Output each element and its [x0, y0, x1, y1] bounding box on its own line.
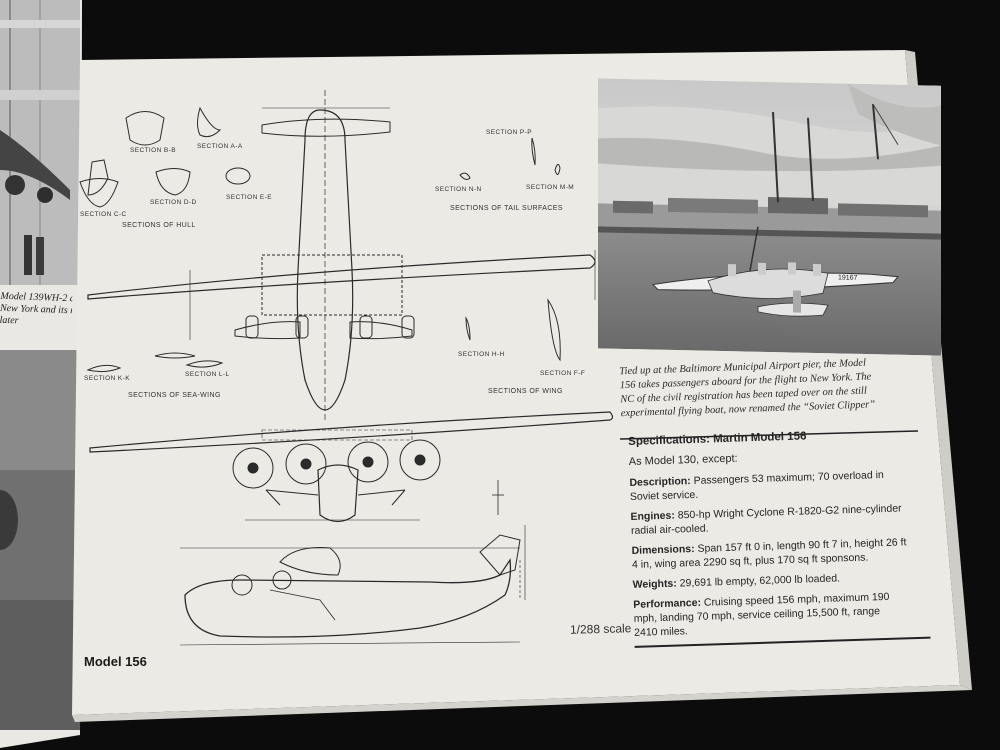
section-label: SECTION P-P: [486, 129, 532, 136]
specifications-box: Specifications: Martin Model 156 As Mode…: [628, 427, 935, 648]
left-page: Model 139WH-2 and the New York and its n…: [0, 0, 90, 750]
photo-caption: Tied up at the Baltimore Municipal Airpo…: [619, 355, 921, 421]
section-label: SECTION D-D: [150, 199, 197, 206]
section-label: SECTION K-K: [84, 375, 130, 382]
spec-weights: Weights: 29,691 lb empty, 62,000 lb load…: [632, 569, 932, 592]
registration-text: 19167: [838, 274, 858, 281]
flying-boat-photo: 19167: [598, 78, 941, 356]
spec-performance: Performance: Cruising speed 156 mph, max…: [633, 588, 934, 639]
section-label: SECTION H-H: [458, 351, 505, 358]
spec-label: Performance:: [633, 596, 702, 611]
section-label: SECTIONS OF WING: [488, 388, 563, 395]
section-label: SECTION E-E: [226, 194, 272, 201]
section-label: SECTION L-L: [185, 371, 230, 378]
scale-label: 1/288 scale: [569, 621, 632, 637]
spec-engines: Engines: 850-hp Wright Cyclone R-1820-G2…: [630, 501, 931, 538]
spec-text: 29,691 lb empty, 62,000 lb loaded.: [676, 572, 841, 590]
spec-label: Dimensions:: [631, 542, 695, 557]
section-label: SECTION A-A: [197, 143, 243, 150]
left-page-photos: [0, 0, 82, 748]
section-label: SECTIONS OF SEA-WING: [128, 392, 221, 399]
section-label: SECTION B-B: [130, 147, 176, 154]
photo-image: 19167: [598, 78, 941, 356]
model-title: Model 156: [84, 654, 147, 669]
spec-label: Description:: [629, 475, 691, 489]
spec-label: Engines:: [630, 509, 676, 523]
section-label: SECTION M-M: [526, 184, 575, 191]
section-label: SECTION F-F: [540, 370, 586, 377]
section-label: SECTION N-N: [435, 186, 482, 193]
section-label: SECTIONS OF HULL: [122, 222, 196, 229]
section-label: SECTIONS OF TAIL SURFACES: [450, 205, 563, 212]
specifications-intro: As Model 130, except:: [628, 452, 738, 468]
spec-dimensions: Dimensions: Span 157 ft 0 in, length 90 …: [631, 535, 932, 572]
spec-label: Weights:: [632, 577, 677, 591]
three-view-drawing: [79, 90, 614, 646]
spec-description: Description: Passengers 53 maximum; 70 o…: [629, 467, 930, 504]
section-label: SECTION C-C: [80, 211, 127, 218]
